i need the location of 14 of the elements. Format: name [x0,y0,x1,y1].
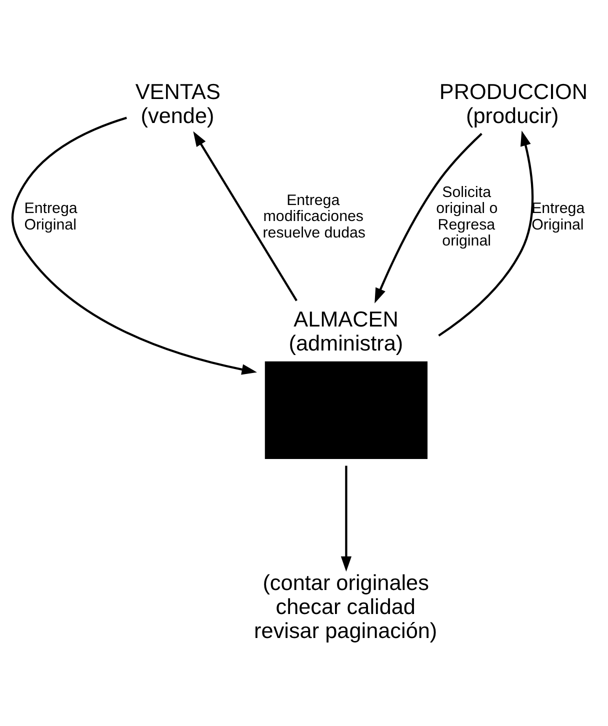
arrow [438,130,534,337]
node-label: ALMACEN [294,306,398,332]
arrow [193,131,298,302]
edge-label: Entrega modificaciones resuelve dudas [262,192,366,242]
arrow [374,132,482,304]
arrow [340,466,352,572]
node-label: (administra) [288,330,404,356]
edge-label: Solicita original o Regresa original [436,184,498,250]
node-text: (contar originales checar calidad revisar paginación) [254,570,438,643]
node-text: PRODUCCION (producir) [439,79,588,128]
edge-label: Entrega Original [24,200,78,234]
node-box [264,361,428,459]
node-text: VENTAS (vende) [135,79,220,128]
arrow [11,116,257,375]
